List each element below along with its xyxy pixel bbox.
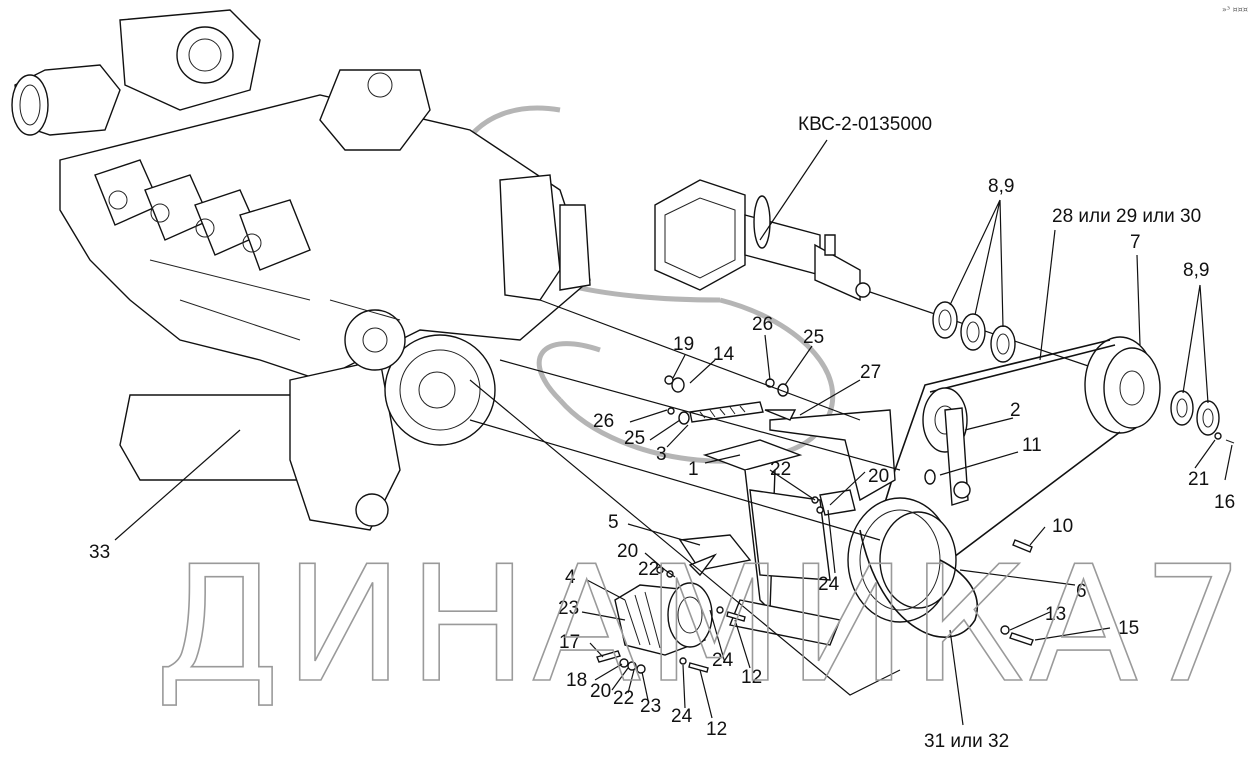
callout-6: 6 [1076,581,1087,602]
callout-25-lower: 25 [624,428,645,449]
callout-24-lower: 24 [671,706,693,727]
callout-20-mid: 20 [617,541,638,562]
callout-8-9-upper: 8,9 [988,176,1014,197]
tensioner-2 [922,387,971,506]
callout-27: 27 [860,362,881,383]
bracket-1 [702,409,896,646]
callout-20-lower: 20 [590,681,611,702]
callout-7: 7 [1130,232,1141,253]
callout-24-mid: 24 [712,650,734,671]
callout-12-lower: 12 [706,719,727,740]
tension-rod-assembly [664,375,797,425]
callout-19: 19 [673,334,694,355]
callout-14: 14 [713,344,735,365]
corner-mark: »³ ¤¤¤ [1222,5,1248,14]
callout-8-9-lower: 8,9 [1183,260,1209,281]
callout-15: 15 [1118,618,1139,639]
callout-25-upper: 25 [803,327,824,348]
engine-illustration [11,9,591,531]
callout-1: 1 [688,459,699,480]
callout-26-upper: 26 [752,314,773,335]
callout-10: 10 [1052,516,1073,537]
callout-22-upper: 22 [770,459,791,480]
callout-23-upper: 23 [558,598,579,619]
callout-28: 28 или 29 или 30 [1052,206,1201,227]
leader-lines [114,139,1233,726]
callout-16: 16 [1214,492,1235,513]
callout-12-upper: 12 [741,667,762,688]
gasket-set-lower [1170,390,1235,444]
callout-2: 2 [1010,400,1021,421]
assembly-lines [469,299,901,696]
pulley-6 [847,497,957,623]
assembly-label-kvs: КВС-2-0135000 [798,114,932,135]
callout-11: 11 [1022,435,1042,456]
pulley-7 [1084,336,1161,434]
callout-26-lower: 26 [593,411,614,432]
callout-22-mid: 22 [638,559,659,580]
callout-4: 4 [565,567,576,588]
callout-33: 33 [89,542,110,563]
callout-13: 13 [1045,604,1066,625]
callout-23-lower: 23 [640,696,661,717]
callout-5: 5 [608,512,619,533]
belt-31 [859,529,978,638]
callout-labels: КВС-2-0135000 8,9 28 или 29 или 30 7 8,9… [89,114,1235,752]
callout-22-lower: 22 [613,688,634,709]
kvs-drive-assembly [654,179,1101,371]
gasket-set-upper [932,301,1016,363]
watermark-text: ДИНАМИКА76 [155,531,1256,718]
compressor-4 [614,582,713,656]
callout-20-upper: 20 [868,466,889,487]
callout-31: 31 или 32 [924,731,1009,752]
callout-24-right: 24 [818,574,840,595]
callout-21: 21 [1188,469,1209,490]
callout-18: 18 [566,670,587,691]
callout-3: 3 [656,444,667,465]
callout-17: 17 [559,632,580,653]
